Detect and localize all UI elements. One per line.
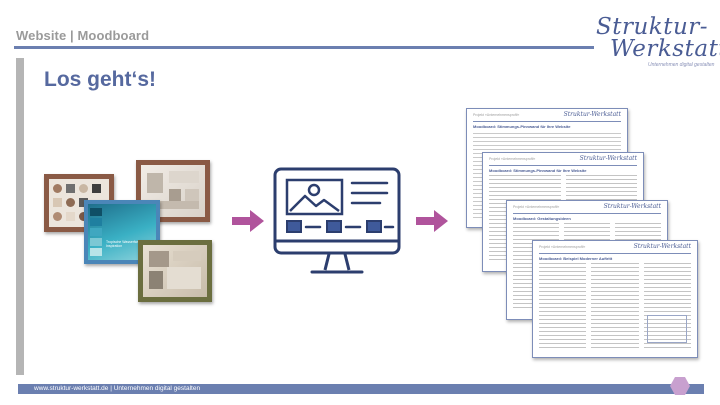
hexagon-icon [670, 377, 690, 395]
document-heading: Moodboard: Beispiel Moderner Auftritt [539, 256, 613, 261]
moodboard-collage: Tropische Wasserfarben Inspiration [40, 158, 220, 302]
document-logo: Struktur-Werkstatt [633, 243, 691, 250]
header-divider [14, 46, 594, 49]
document-kicker: Projekt »Unternehmensprofil« [539, 245, 586, 249]
moodboard-photo-workspace [138, 240, 212, 302]
document-kicker: Projekt »Unternehmensprofil« [489, 157, 536, 161]
document-heading: Moodboard: Stimmungs-Pinnwand für Ihre W… [473, 124, 571, 129]
document-logo: Struktur-Werkstatt [563, 111, 621, 118]
document-heading: Moodboard: Gestaltungsideen [513, 216, 571, 221]
arrow-right-icon [232, 210, 264, 232]
document-kicker: Projekt »Unternehmensprofil« [513, 205, 560, 209]
arrow-right-icon [416, 210, 448, 232]
header-title: Website | Moodboard [16, 28, 150, 43]
document-logo: Struktur-Werkstatt [579, 155, 637, 162]
brand-logo: Struktur- Werkstatt Unternehmen digital … [592, 10, 720, 72]
slide-title: Los geht‘s! [44, 68, 157, 91]
document-page: Projekt »Unternehmensprofil« Struktur-We… [532, 240, 698, 358]
logo-line-1: Struktur- [596, 14, 709, 40]
moodboard-photo-tropical: Tropische Wasserfarben Inspiration [84, 200, 160, 264]
document-logo: Struktur-Werkstatt [603, 203, 661, 210]
logo-line-2: Werkstatt [610, 36, 720, 62]
footer-bar [18, 384, 704, 394]
document-heading: Moodboard: Stimmungs-Pinnwand für Ihre W… [489, 168, 587, 173]
logo-tagline: Unternehmen digital gestalten [648, 62, 715, 68]
document-sketch [647, 315, 687, 343]
footer-url: www.struktur-werkstatt.de | Unternehmen … [34, 385, 201, 392]
document-kicker: Projekt »Unternehmensprofil« [473, 113, 520, 117]
moodboard-card-text: Tropische Wasserfarben Inspiration [106, 240, 144, 248]
monitor-wireframe-icon [273, 167, 401, 274]
moodboard-document-stack: Projekt »Unternehmensprofil« Struktur-We… [456, 104, 706, 360]
left-accent-bar [16, 58, 24, 375]
